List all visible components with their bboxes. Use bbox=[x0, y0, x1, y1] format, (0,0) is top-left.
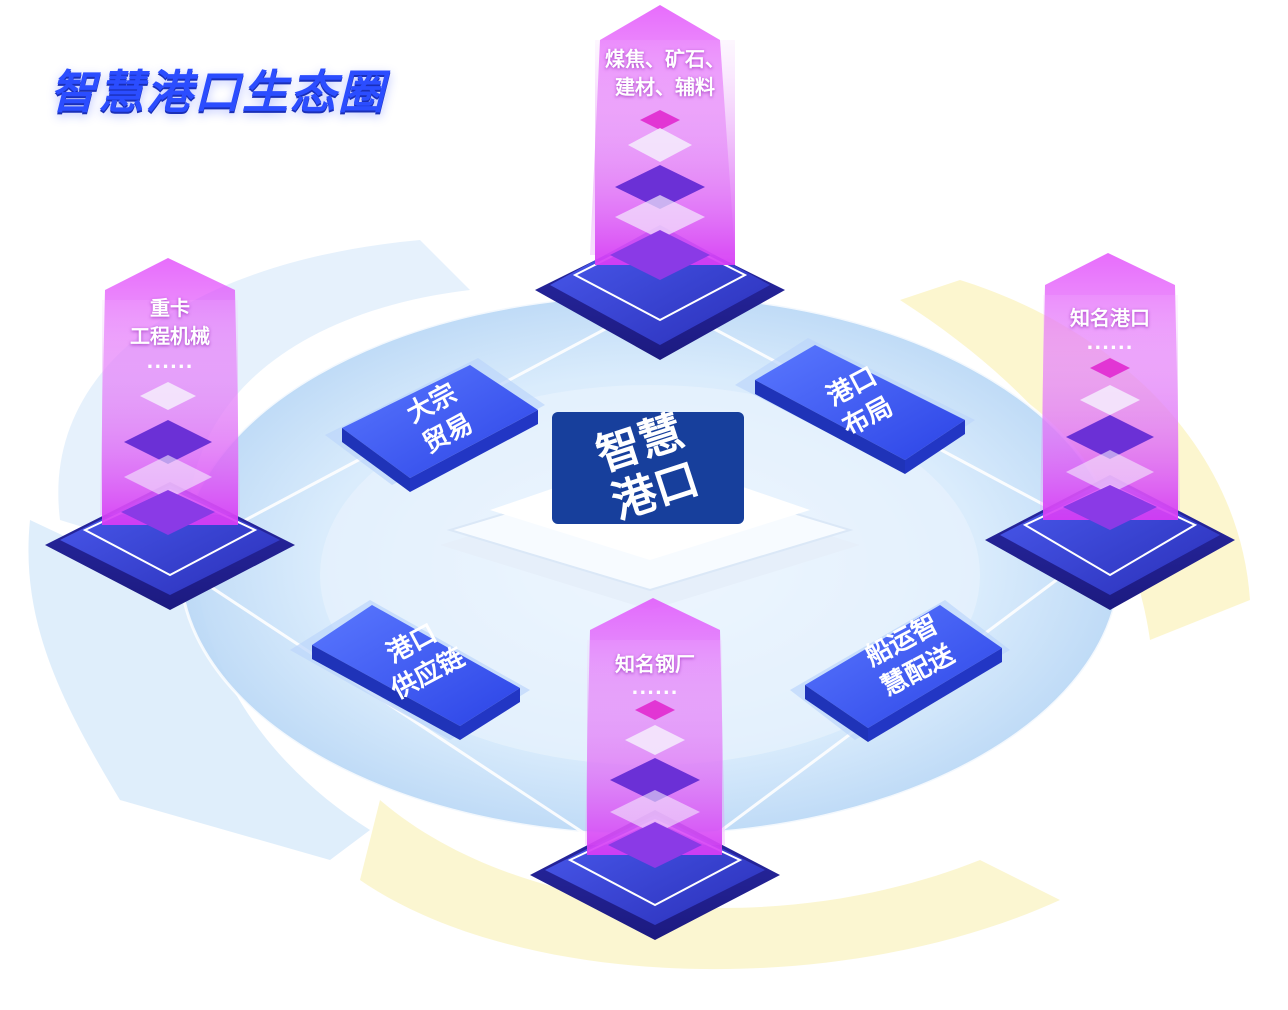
purple-diamond-icon bbox=[124, 420, 212, 464]
purple-diamond-icon bbox=[1066, 415, 1154, 459]
tower-right bbox=[985, 253, 1235, 610]
card-supply bbox=[290, 600, 530, 740]
white-diamond-icon bbox=[615, 195, 705, 239]
tower-left-line-2: 工程机械 bbox=[130, 324, 210, 348]
purple-diamond-icon bbox=[615, 165, 705, 209]
purple-diamond-icon bbox=[608, 822, 702, 868]
pink-diamond-icon bbox=[635, 700, 675, 720]
white-diamond-icon bbox=[625, 725, 685, 755]
card-shipping bbox=[790, 600, 1010, 742]
purple-diamond-icon bbox=[121, 490, 215, 535]
tower-top-label: 煤焦、矿石、 建材、辅料 bbox=[595, 45, 735, 101]
card-layout bbox=[735, 338, 975, 474]
white-diamond-icon bbox=[140, 382, 196, 410]
pink-diamond-icon bbox=[1090, 358, 1130, 378]
tower-right-line-1: 知名港口 bbox=[1070, 306, 1150, 330]
tower-right-label: 知名港口 bbox=[1040, 304, 1180, 332]
tower-left-label: 重卡 工程机械 bbox=[100, 294, 240, 350]
purple-diamond-icon bbox=[610, 230, 710, 280]
white-diamond-icon bbox=[1080, 385, 1140, 415]
tower-bottom bbox=[530, 598, 780, 940]
pink-diamond-icon bbox=[640, 110, 680, 130]
white-diamond-icon bbox=[124, 455, 212, 499]
white-diamond-icon bbox=[610, 790, 700, 834]
center-badge bbox=[552, 412, 744, 524]
center-block bbox=[440, 412, 860, 610]
tower-left-dots: ...... bbox=[146, 352, 194, 373]
tower-top-line-2: 建材、辅料 bbox=[615, 75, 715, 99]
purple-diamond-icon bbox=[1063, 485, 1157, 530]
tower-bottom-line-1: 知名钢厂 bbox=[615, 652, 695, 676]
white-diamond-icon bbox=[628, 128, 692, 162]
purple-diamond-icon bbox=[610, 758, 700, 802]
tower-top-line-1: 煤焦、矿石、 bbox=[605, 47, 725, 71]
page-title: 智慧港口生态圈 bbox=[50, 65, 386, 119]
tower-bottom-label: 知名钢厂 bbox=[585, 650, 725, 678]
tower-top bbox=[535, 5, 785, 360]
tower-bottom-dots: ...... bbox=[631, 678, 679, 699]
tower-left bbox=[45, 258, 295, 610]
white-diamond-icon bbox=[1066, 450, 1154, 494]
tower-left-line-1: 重卡 bbox=[150, 296, 190, 320]
card-trade bbox=[325, 358, 545, 492]
tower-right-dots: ...... bbox=[1086, 333, 1134, 354]
